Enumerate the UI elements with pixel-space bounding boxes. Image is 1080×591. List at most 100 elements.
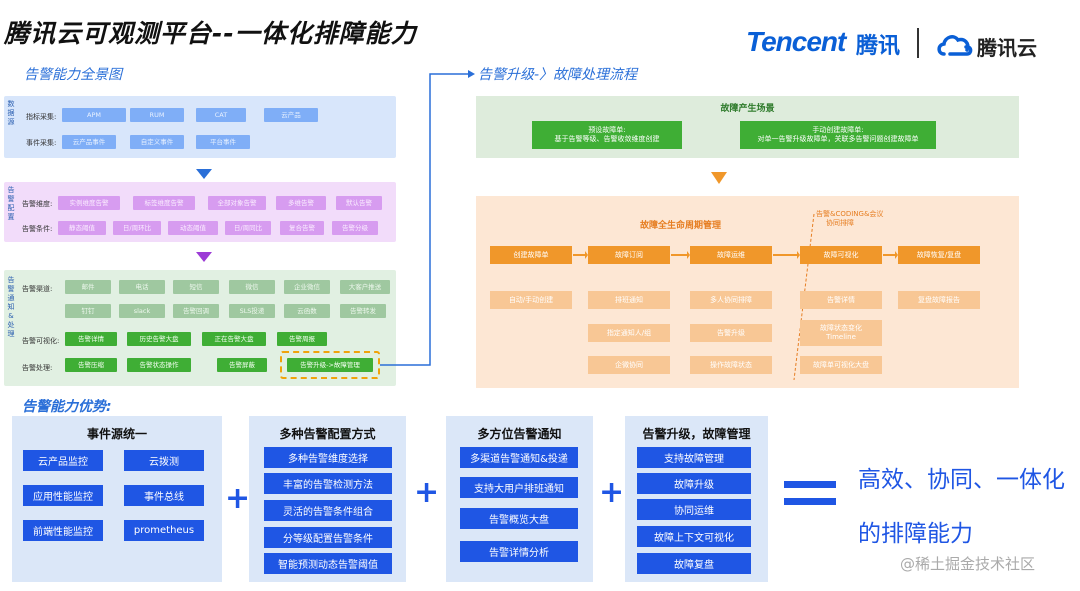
sub-timeline: Timeline — [826, 333, 856, 341]
chip-cat: CAT — [196, 108, 246, 122]
card-config-title: 多种告警配置方式 — [279, 427, 376, 441]
btn-apm: 应用性能监控 — [23, 485, 103, 506]
chip-sms: 短信 — [173, 280, 219, 294]
sub-status-change: 故障状态变化 — [820, 324, 862, 332]
preset-fault-box: 预设故障单: 基于告警等级、告警收敛维度创建 — [532, 121, 682, 149]
alert-dim-label: 告警维度: — [22, 200, 53, 208]
alert-process-label: 告警处理: — [22, 364, 53, 372]
chip-multi-dim: 多维告警 — [276, 196, 326, 210]
chip-forward: 告警转发 — [340, 304, 386, 318]
chip-instance-dim: 实例维度告警 — [58, 196, 120, 210]
tencent-cloud-cn: 腾讯云 — [977, 36, 1037, 60]
data-source-label: 数据源 — [7, 100, 15, 126]
equals-bar-bottom — [784, 498, 836, 505]
chip-apm: APM — [62, 108, 126, 122]
btn-cloud-probe: 云拨测 — [124, 450, 204, 471]
btn-event-bus: 事件总线 — [124, 485, 204, 506]
chip-alert-status: 告警状态操作 — [127, 358, 191, 372]
step-operate: 故障运维 — [690, 246, 772, 264]
btn-dim-select: 多种告警维度选择 — [264, 447, 392, 468]
chip-cloud-product: 云产品 — [264, 108, 318, 122]
chip-alert-mute: 告警屏蔽 — [217, 358, 267, 372]
chip-custom-event: 自定义事件 — [130, 135, 184, 149]
btn-duty-notify: 支持大用户排班通知 — [460, 477, 578, 498]
tencent-cloud-icon — [937, 35, 973, 56]
fault-flow-heading: 告警升级-〉故障处理流程 — [478, 67, 638, 83]
chip-dynamic-threshold: 动态阈值 — [168, 221, 218, 235]
step-arrows — [573, 251, 898, 259]
tencent-logo: Tencent — [746, 26, 846, 57]
lifecycle-title: 故障全生命周期管理 — [640, 221, 722, 231]
sub-alert-detail: 告警详情 — [800, 291, 882, 309]
sub-auto-create: 自动/手动创建 — [490, 291, 572, 309]
alert-handle-label: 告警通知&处理 — [7, 276, 15, 338]
chip-tag-dim: 标签维度告警 — [133, 196, 195, 210]
chip-alert-detail: 告警详情 — [65, 332, 117, 346]
btn-detail-analysis: 告警详情分析 — [460, 541, 578, 562]
manual-fault-line2: 对单一告警升级故障单，关联多告警问题创建故障单 — [757, 135, 919, 143]
logo-divider — [917, 28, 919, 58]
result-line1: 高效、协同、一体化 — [858, 467, 1065, 493]
chip-upgrade-fault: 告警升级->故障管理 — [287, 358, 373, 372]
preset-fault-line2: 基于告警等级、告警收敛维度创建 — [554, 135, 660, 143]
metric-collect-label: 指标采集: — [26, 113, 57, 121]
collab-note: 告警&CODING&会议 协同排障 — [816, 210, 883, 228]
chip-callback: 告警回调 — [173, 304, 219, 318]
chip-scf: 云函数 — [284, 304, 330, 318]
down-arrow-icon — [196, 169, 212, 179]
down-arrow-icon — [711, 172, 727, 184]
step-recover: 故障恢复/复盘 — [898, 246, 980, 264]
chip-default-alert: 默认告警 — [336, 196, 382, 210]
watermark: @稀土掘金技术社区 — [900, 555, 1036, 573]
advantages-heading: 告警能力优势: — [22, 399, 112, 415]
card-event-source-title: 事件源统一 — [86, 427, 147, 441]
chip-weekly-report: 告警周报 — [277, 332, 327, 346]
btn-frontend-monitor: 前端性能监控 — [23, 520, 103, 541]
btn-cloud-monitor: 云产品监控 — [23, 450, 103, 471]
btn-fault-upgrade: 故障升级 — [637, 473, 751, 494]
collab-note-line1: 告警&CODING&会议 — [816, 210, 884, 218]
sub-review-report: 复盘故障报告 — [898, 291, 980, 309]
step-subscribe: 故障订阅 — [588, 246, 670, 264]
collab-note-line2: 协同排障 — [826, 219, 854, 227]
alert-channel-label: 告警渠道: — [22, 285, 53, 293]
plus-icon: + — [225, 481, 251, 516]
chip-rum: RUM — [130, 108, 184, 122]
fault-scene-title: 故障产生场景 — [720, 104, 775, 114]
btn-detect-method: 丰富的告警检测方法 — [264, 473, 392, 494]
sub-status-timeline: 故障状态变化 Timeline — [800, 320, 882, 346]
btn-collab-ops: 协同运维 — [637, 499, 751, 520]
alert-config-label: 告警配置 — [7, 186, 15, 221]
alert-cond-label: 告警条件: — [22, 225, 53, 233]
btn-overview: 告警概览大盘 — [460, 508, 578, 529]
sub-operate-status: 操作故障状态 — [690, 356, 772, 374]
card-notify-title: 多方位告警通知 — [477, 427, 562, 441]
chip-cloud-event: 云产品事件 — [62, 135, 116, 149]
result-line2: 的排障能力 — [858, 521, 973, 547]
sub-multi-collab: 多人协同排障 — [690, 291, 772, 309]
upgrade-highlight — [280, 351, 380, 379]
btn-smart-threshold: 智能预测动态告警阈值 — [264, 553, 392, 574]
flow-connector-arrow — [380, 70, 475, 366]
btn-grade-cond: 分等级配置告警条件 — [264, 527, 392, 548]
step-create: 创建故障单 — [490, 246, 572, 264]
btn-multi-channel: 多渠道告警通知&投递 — [460, 447, 578, 468]
sub-wecom-collab: 企微协同 — [588, 356, 670, 374]
chip-wechat: 微信 — [229, 280, 275, 294]
sub-duty-notify: 排班通知 — [588, 291, 670, 309]
chip-active-dashboard: 正在告警大盘 — [202, 332, 266, 346]
down-arrow-icon — [196, 252, 212, 262]
sub-alert-upgrade: 告警升级 — [690, 324, 772, 342]
btn-fault-review: 故障复盘 — [637, 553, 751, 574]
chip-sls: SLS投递 — [229, 304, 275, 318]
event-collect-label: 事件采集: — [26, 139, 57, 147]
sub-assign-notify: 指定通知人/组 — [588, 324, 670, 342]
step-visualize: 故障可视化 — [800, 246, 882, 264]
btn-context-visual: 故障上下文可视化 — [637, 526, 751, 547]
btn-prometheus: prometheus — [124, 520, 204, 541]
plus-icon: + — [414, 475, 440, 510]
chip-key-customer: 大客户推送 — [340, 280, 390, 294]
chip-history-dashboard: 历史告警大盘 — [127, 332, 191, 346]
card-fault-mgmt-title: 告警升级，故障管理 — [642, 427, 751, 441]
plus-icon: + — [599, 475, 625, 510]
